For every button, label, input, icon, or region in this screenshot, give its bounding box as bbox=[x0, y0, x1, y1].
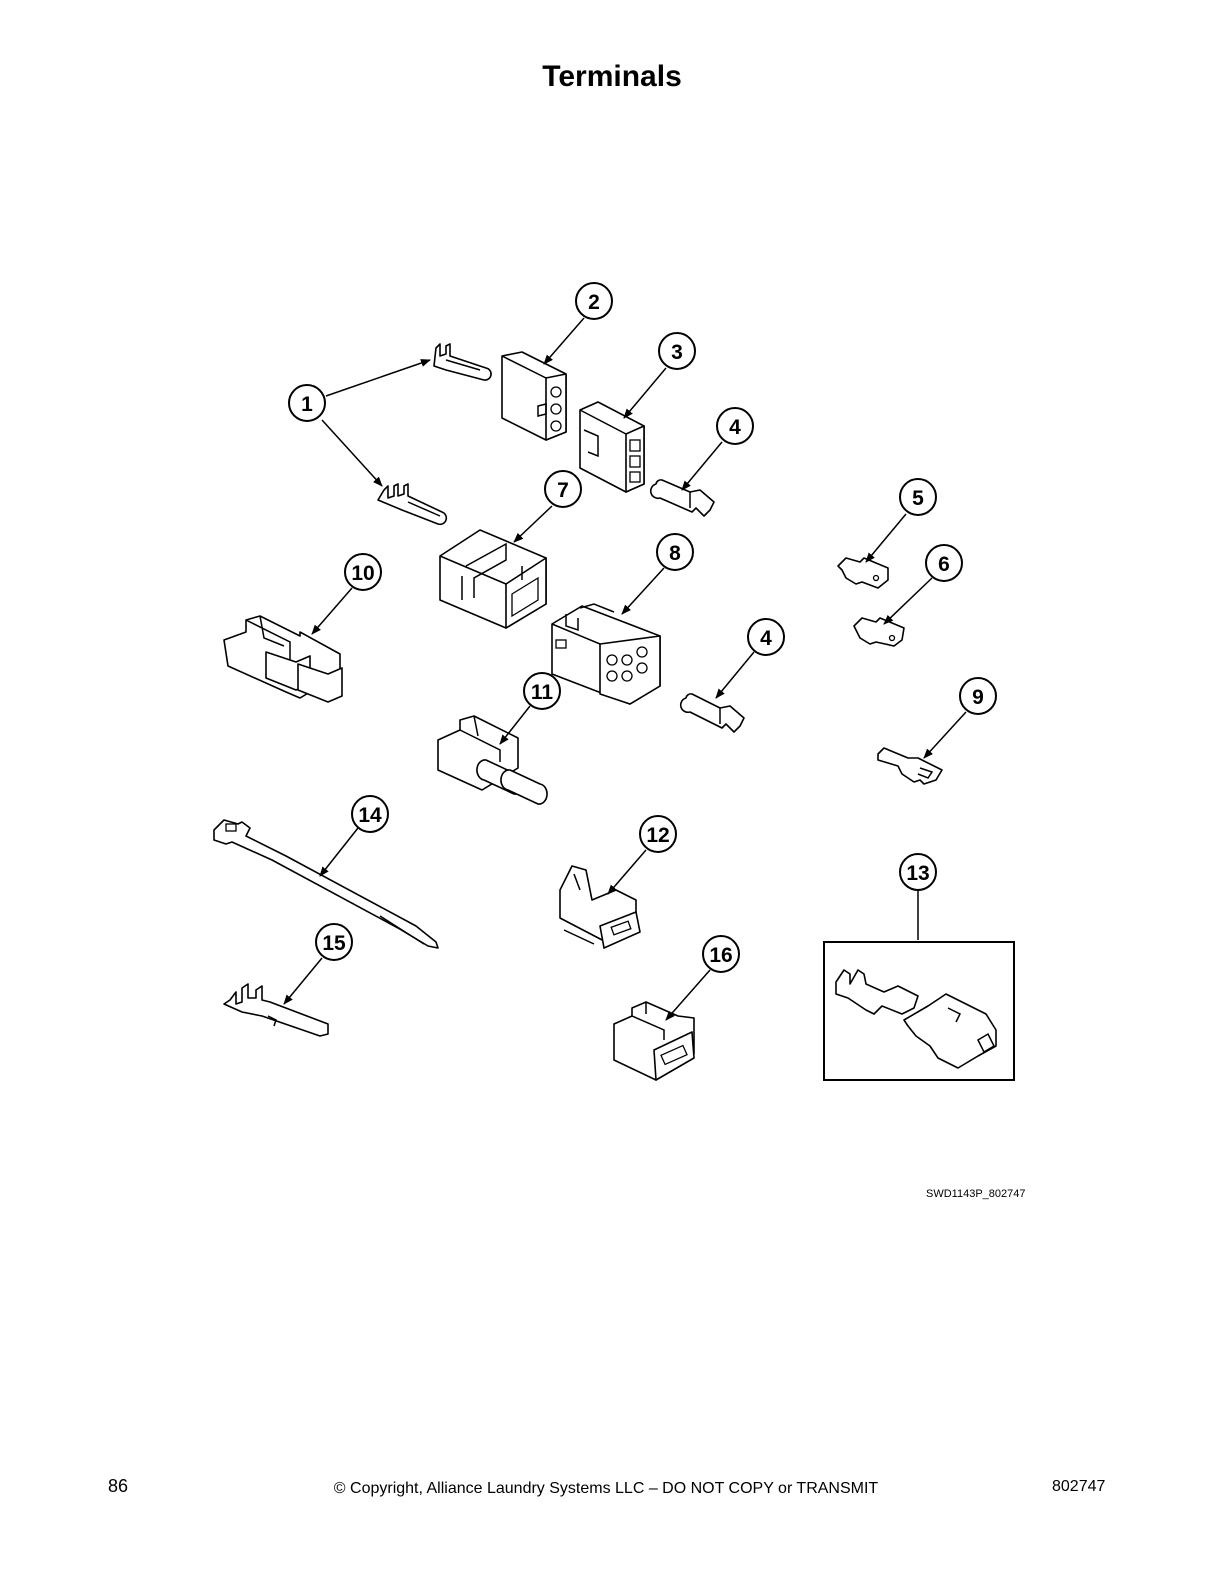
svg-text:9: 9 bbox=[972, 686, 984, 709]
part-4-upper-terminal bbox=[649, 479, 715, 517]
part-11-housing bbox=[437, 715, 548, 805]
svg-text:16: 16 bbox=[709, 944, 732, 967]
svg-text:6: 6 bbox=[938, 553, 950, 576]
part-1-lower-terminal bbox=[377, 483, 448, 526]
page-number: 86 bbox=[108, 1476, 129, 1496]
copyright-notice: © Copyright, Alliance Laundry Systems LL… bbox=[333, 1480, 879, 1497]
callout-4-upper: 4 bbox=[716, 407, 754, 445]
leader-lines bbox=[283, 317, 967, 1021]
callout-9: 9 bbox=[959, 677, 997, 715]
callout-15: 15 bbox=[315, 923, 353, 961]
drawing-id: SWD1143P_802747 bbox=[926, 1188, 1026, 1200]
part-6-terminal bbox=[853, 617, 905, 647]
callout-14: 14 bbox=[351, 795, 389, 833]
callout-8: 8 bbox=[656, 533, 694, 571]
part-13-terminal bbox=[835, 969, 997, 1069]
part-3-housing bbox=[579, 401, 645, 493]
callout-5: 5 bbox=[899, 478, 937, 516]
part-5-terminal bbox=[837, 557, 889, 589]
svg-text:15: 15 bbox=[322, 932, 346, 955]
page-title: Terminals bbox=[542, 60, 682, 93]
part-7-housing bbox=[439, 529, 547, 629]
callout-7: 7 bbox=[544, 470, 582, 508]
svg-text:7: 7 bbox=[557, 479, 569, 502]
part-4-lower-terminal bbox=[679, 693, 745, 733]
part-12-housing bbox=[559, 865, 641, 949]
part-8-housing bbox=[551, 603, 661, 705]
callout-11: 11 bbox=[523, 672, 561, 710]
document-number: 802747 bbox=[1052, 1478, 1106, 1495]
part-2-housing bbox=[501, 351, 567, 441]
part-1-upper-terminal bbox=[433, 343, 492, 381]
svg-text:4: 4 bbox=[760, 627, 772, 650]
callout-2: 2 bbox=[575, 282, 613, 320]
callout-3: 3 bbox=[658, 332, 696, 370]
svg-text:11: 11 bbox=[531, 681, 554, 704]
svg-text:12: 12 bbox=[646, 824, 669, 847]
svg-text:10: 10 bbox=[351, 562, 374, 585]
part-10-housing bbox=[223, 615, 343, 703]
part-14-cable-tie bbox=[213, 819, 439, 949]
svg-text:4: 4 bbox=[729, 416, 741, 439]
callout-12: 12 bbox=[639, 815, 677, 853]
part-9-terminal bbox=[877, 747, 943, 785]
callout-13: 13 bbox=[899, 853, 937, 891]
svg-text:13: 13 bbox=[906, 862, 929, 885]
callout-16: 16 bbox=[702, 935, 740, 973]
part-15-terminal bbox=[223, 983, 329, 1037]
svg-text:5: 5 bbox=[912, 487, 924, 510]
callout-10: 10 bbox=[344, 553, 382, 591]
svg-text:1: 1 bbox=[301, 393, 313, 416]
svg-text:14: 14 bbox=[358, 804, 382, 827]
svg-text:2: 2 bbox=[588, 291, 600, 314]
part-13-inset-box bbox=[823, 941, 1015, 1081]
callout-6: 6 bbox=[925, 544, 963, 582]
part-16-housing bbox=[613, 1001, 695, 1081]
callout-1: 1 bbox=[288, 384, 326, 422]
svg-text:3: 3 bbox=[671, 341, 683, 364]
callout-4-lower: 4 bbox=[747, 618, 785, 656]
svg-text:8: 8 bbox=[669, 542, 681, 565]
